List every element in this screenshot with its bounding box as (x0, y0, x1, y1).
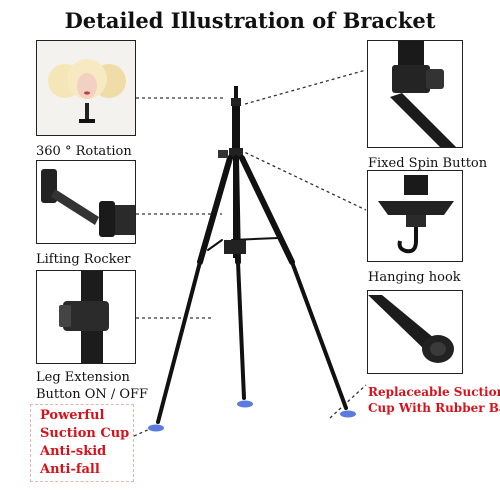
lifting-rocker-label: Lifting Rocker (36, 252, 131, 267)
lifting-rocker-thumbnail (36, 160, 136, 244)
features-box (30, 404, 134, 482)
suction-label-line2: Cup With Rubber Base (368, 401, 500, 415)
suction-cup-thumbnail (367, 290, 463, 374)
hanging-hook-label: Hanging hook (368, 270, 461, 285)
feature-suction-cup: Suction Cup (40, 426, 130, 441)
feature-anti-fall: Anti-fall (40, 462, 100, 477)
fixed-spin-label: Fixed Spin Button (368, 156, 488, 171)
fixed-spin-thumbnail (367, 40, 463, 148)
leg-extension-label-line1: Leg Extension (36, 370, 130, 385)
rotation-label: 360 ° Rotation (36, 144, 132, 159)
leg-extension-thumbnail (36, 270, 136, 364)
page-title: Detailed Illustration of Bracket (64, 8, 436, 33)
leg-extension-label-line2: Button ON / OFF (36, 387, 149, 402)
feature-anti-skid: Anti-skid (40, 444, 107, 459)
hanging-hook-thumbnail (367, 170, 463, 262)
feature-powerful: Powerful (40, 408, 105, 423)
suction-label-line1: Replaceable Suction (368, 385, 500, 399)
rotation-thumbnail (36, 40, 136, 136)
